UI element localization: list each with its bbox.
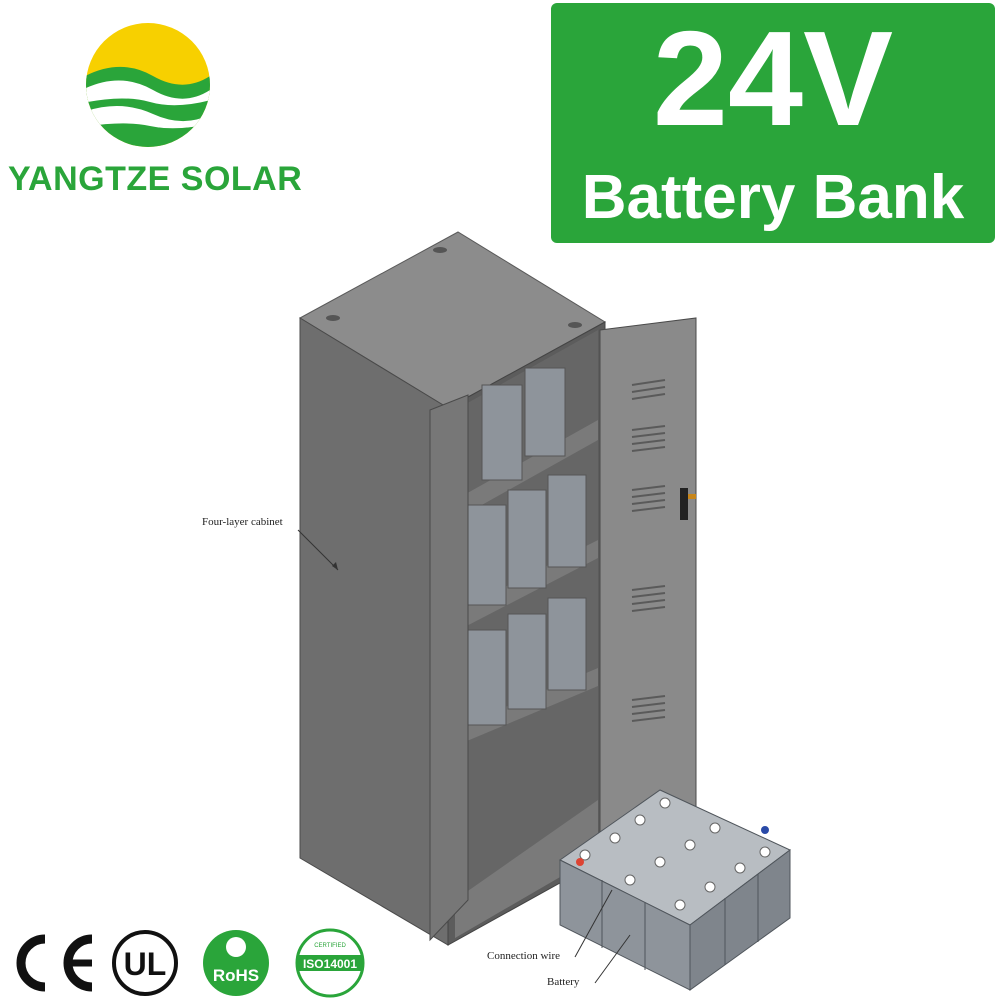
brand-name: YANGTZE SOLAR	[8, 160, 303, 198]
certification-marks: UL RoHS CERTIFIED ISO14001	[16, 928, 365, 998]
title-banner: 24V Battery Bank	[551, 3, 995, 243]
callout-battery: Battery	[547, 976, 580, 988]
rohs-label: RoHS	[213, 966, 259, 985]
iso-certified-label: CERTIFIED	[314, 943, 346, 949]
ul-mark: UL	[112, 930, 178, 996]
battery-block	[559, 789, 791, 991]
yangtze-solar-logo	[86, 23, 210, 147]
callout-connection-wire: Connection wire	[487, 950, 561, 962]
callout-cabinet: Four-layer cabinet	[202, 516, 283, 528]
voltage-title: 24V	[652, 3, 894, 154]
ul-label: UL	[124, 946, 167, 982]
cabinet-side	[299, 317, 449, 946]
ce-mark	[16, 934, 93, 992]
shelf-batteries	[467, 367, 587, 726]
battery-bank-subtitle: Battery Bank	[581, 163, 965, 232]
left-door	[429, 394, 469, 942]
iso-mark: CERTIFIED ISO14001	[295, 928, 365, 998]
door-handle	[680, 488, 688, 520]
cabinet-floor	[455, 800, 598, 938]
rohs-mark: RoHS	[203, 930, 269, 996]
iso-label: ISO14001	[303, 957, 357, 971]
